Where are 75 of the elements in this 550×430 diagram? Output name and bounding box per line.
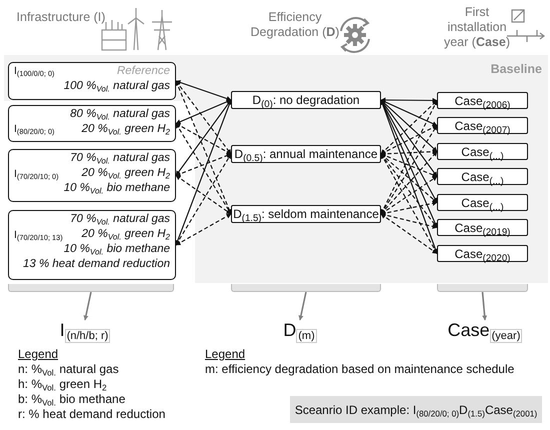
bracket [231,284,381,292]
reference-label: Reference [116,64,170,79]
box-label: Case$_{(2007)}$ [454,118,510,132]
arrow [380,214,438,254]
process-box [437,92,528,109]
box-label: 20 %$_{Vol.}$ green H$_{2}$ [82,122,170,137]
heading: First installation year (Case) [442,5,511,50]
legend-text: b: %$_{Vol.}$ bio methane [18,392,126,407]
process-box [437,168,528,185]
legend-text: m: efficiency degradation based on maintenance schedule [205,362,514,377]
box-label: 70 %$_{Vol.}$ natural gas [70,151,170,166]
bracket [8,284,174,292]
box-label: 20 %$_{Vol.}$ green H$_{2}$ [82,166,170,181]
example-box [290,396,542,423]
box-label: 100 %$_{Vol.}$ natural gas [64,79,170,94]
arrow [298,292,307,320]
process-box [231,145,381,163]
arrow [380,154,438,254]
arrow [176,153,232,176]
heading: Efficiency Degradation (D) [250,10,340,40]
process-box [437,143,528,160]
arrow [176,99,232,124]
arrow [176,214,232,246]
box-label: I$_{(70/20/10; 13)}$ [14,229,63,241]
process-box [437,194,528,211]
arrow [380,154,438,228]
box-label: Sceanrio ID example: I$_{(80/20/0; 0)}$D$_{(1.5)}$Case$_{(2001)}$ [294,402,538,416]
arrow [176,123,232,154]
box-label: Case$_{(2020)}$ [454,246,510,260]
arrow [176,80,232,154]
box-label: I$_{(80/20/0; 0)}$ [14,123,54,135]
legend-text: h: %$_{Vol.}$ green H$_{2}$ [18,377,107,392]
box-label: I$_{(100/0/0; 0)}$ [14,65,54,77]
process-box [437,219,528,236]
process-box [437,245,528,262]
process-box [231,91,381,109]
box-label: 10 %$_{Vol.}$ bio methane [64,242,170,257]
legend-text: r: % heat demand reduction [18,407,166,422]
box-label: D$_{(1.5)}$: seldom maintenance [233,207,379,221]
legend-text: Legend [205,347,246,362]
box-label: 80 %$_{Vol.}$ natural gas [70,107,170,122]
heading: Infrastructure (I) [16,10,106,25]
bracket [437,284,528,292]
arrow [176,80,232,101]
arrow [176,100,232,176]
process-box [437,117,528,134]
heading: Baseline [490,62,542,77]
arrow [176,123,232,214]
arrow [380,151,438,214]
arrow [380,176,438,214]
arrow [380,154,438,203]
infrastructure-box [8,149,176,202]
infrastructure-box [8,62,176,100]
box-label: Case$_{(2006)}$ [454,94,510,108]
arrow [482,292,488,320]
box-label: D$_{(0.5)}$: annual maintenance [234,147,378,161]
arrow [380,125,438,214]
box-label: I$_{(70/20/10; 0)}$ [14,168,59,180]
arrow [380,125,438,154]
arrow [380,153,438,178]
arrow [176,175,232,214]
box-label: 70 %$_{Vol.}$ natural gas [70,212,170,227]
arrow [380,98,438,103]
arrow [84,292,92,320]
arrow [176,154,232,246]
formula-label: D$_{(m)}$ [283,320,317,341]
box-label: 10 %$_{Vol.}$ bio methane [64,181,170,196]
formula-label: Case$_{(year)}$ [448,320,522,341]
box-label: Case$_{(2019)}$ [454,220,510,234]
legend-text: Legend [18,347,58,362]
infrastructure-box [8,210,176,280]
box-label: 20 %$_{Vol.}$ green H$_{2}$ [82,227,170,242]
infrastructure-box [8,105,176,142]
box-label: 13 % heat demand reduction [22,257,170,272]
legend-text: n: %$_{Vol.}$ natural gas [18,362,119,377]
